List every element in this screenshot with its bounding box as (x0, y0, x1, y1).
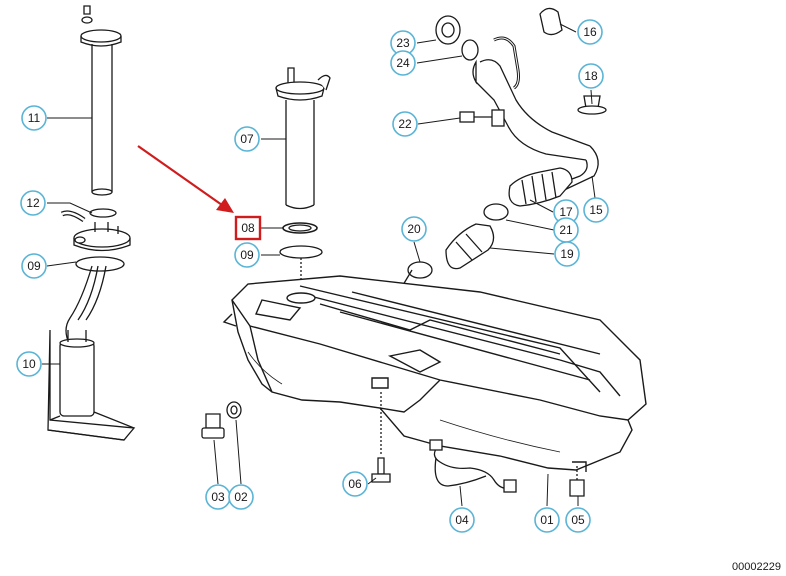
callout-05-marker (565, 507, 591, 533)
callout-07-label: 07 (240, 132, 254, 146)
callout-06-marker (342, 471, 368, 497)
callout-07: 07 (234, 126, 260, 152)
callout-24-label: 24 (396, 56, 410, 70)
callout-01-marker (534, 507, 560, 533)
callout-08: 08 (234, 215, 262, 241)
callout-10: 10 (16, 351, 42, 377)
callout-11-label: 11 (28, 111, 41, 125)
callout-18-label: 18 (584, 69, 598, 83)
callout-04: 04 (449, 507, 475, 533)
callout-03-label: 03 (211, 490, 225, 504)
callout-20-label: 20 (407, 222, 421, 236)
callout-03: 03 (205, 484, 231, 510)
callout-06-label: 06 (348, 477, 362, 491)
callout-15-label: 15 (589, 203, 603, 217)
document-number: 00002229 (732, 561, 781, 573)
callout-16-marker (577, 19, 603, 45)
callout-02-marker (228, 484, 254, 510)
callout-19-label: 19 (560, 247, 574, 261)
callout-12: 12 (20, 190, 46, 216)
callout-09b-marker (234, 242, 260, 268)
callout-17: 17 (553, 199, 579, 225)
callout-09b-label: 09 (240, 248, 254, 262)
callout-05: 05 (565, 507, 591, 533)
callout-21: 21 (553, 217, 579, 243)
callout-04-label: 04 (455, 513, 469, 527)
callout-11: 11 (21, 105, 47, 131)
callout-16-label: 16 (583, 25, 597, 39)
callout-06: 06 (342, 471, 368, 497)
callout-15: 15 (583, 197, 609, 223)
callout-16: 16 (577, 19, 603, 45)
callout-01-label: 01 (540, 513, 554, 527)
callout-18: 18 (578, 63, 604, 89)
callout-24: 24 (390, 50, 416, 76)
callout-10-label: 10 (22, 357, 36, 371)
callout-15-marker (583, 197, 609, 223)
callout-21-label: 21 (559, 223, 573, 237)
callout-19-marker (554, 241, 580, 267)
callout-24-marker (390, 50, 416, 76)
fuel-pump-assembly (47, 5, 136, 441)
callout-20-marker (401, 216, 427, 242)
callout-08-label: 08 (241, 221, 255, 235)
callout-09a-label: 09 (27, 259, 41, 273)
hardware-parts (201, 392, 585, 497)
callout-23: 23 (390, 30, 416, 56)
callout-10-marker (16, 351, 42, 377)
filler-neck-assembly (399, 7, 607, 291)
callout-12-marker (20, 190, 46, 216)
callout-01: 01 (534, 507, 560, 533)
callout-22: 22 (392, 111, 418, 137)
callout-02-label: 02 (234, 490, 248, 504)
callout-20: 20 (401, 216, 427, 242)
callout-04-marker (449, 507, 475, 533)
callout-09a-marker (21, 253, 47, 279)
callout-09b: 09 (234, 242, 260, 268)
fuel-tank (222, 275, 647, 472)
callout-23-label: 23 (396, 36, 410, 50)
callout-11-marker (21, 105, 47, 131)
callout-22-label: 22 (398, 117, 412, 131)
callout-05-label: 05 (571, 513, 585, 527)
callout-22-marker (392, 111, 418, 137)
level-sender-assembly (275, 67, 331, 292)
leader-lines (42, 23, 596, 507)
callout-08-marker (234, 215, 262, 241)
callout-07-marker (234, 126, 260, 152)
callout-18-marker (578, 63, 604, 89)
callout-02: 02 (228, 484, 254, 510)
callout-12-label: 12 (26, 196, 40, 210)
callout-17-label: 17 (559, 205, 573, 219)
highlight-arrow (137, 145, 234, 213)
callout-09a: 09 (21, 253, 47, 279)
callout-19: 19 (554, 241, 580, 267)
callout-labels: 11 12 09 10 07 08 09 23 24 16 18 22 17 15 21 20 19 03 02 06… (16, 19, 609, 533)
